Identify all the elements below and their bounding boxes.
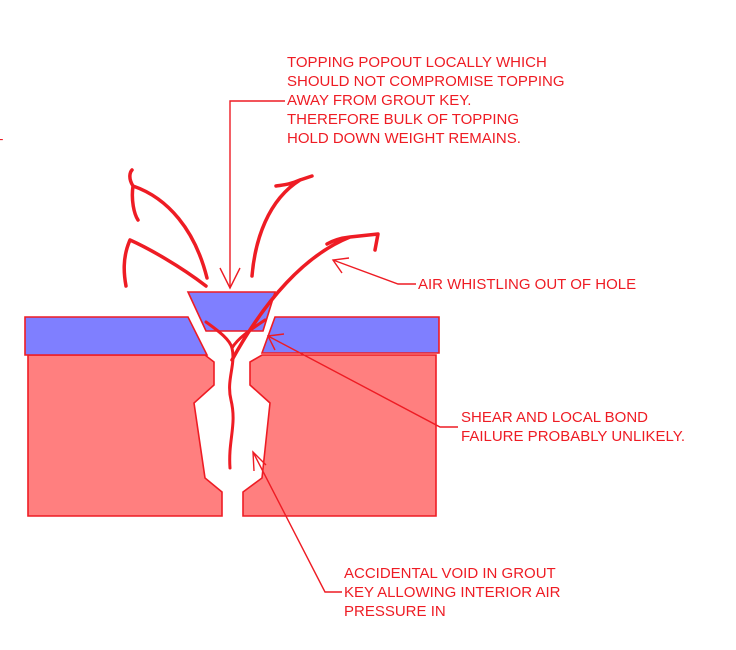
leader-shear-failure xyxy=(267,335,458,428)
annotation-void: ACCIDENTAL VOID IN GROUT KEY ALLOWING IN… xyxy=(344,564,560,621)
arrowhead-void xyxy=(252,450,267,472)
air-arrow-left xyxy=(128,168,209,280)
right-precast-plank xyxy=(242,354,437,517)
topping-popout-line-4: THEREFORE BULK OF TOPPING xyxy=(287,111,519,128)
air-arrow-far-left xyxy=(122,238,208,288)
air-escape-arrows xyxy=(122,168,380,362)
leader-lines xyxy=(219,100,458,593)
arrowhead-shear-failure xyxy=(266,333,285,351)
shear-failure-line-2: FAILURE PROBABLY UNLIKELY. xyxy=(461,428,685,445)
right-topping-layer xyxy=(260,316,440,354)
void-line-2: KEY ALLOWING INTERIOR AIR xyxy=(344,584,561,601)
topping-popout-line-3: AWAY FROM GROUT KEY. xyxy=(287,92,472,109)
edge-fragment-text: T xyxy=(0,135,3,154)
void-crack xyxy=(204,318,267,470)
shear-failure-line-1: SHEAR AND LOCAL BOND xyxy=(461,409,648,426)
void-line-3: PRESSURE IN xyxy=(344,603,446,620)
left-precast-plank xyxy=(27,354,223,517)
air-arrow-far-right xyxy=(230,232,380,362)
air-arrow-right xyxy=(250,174,314,278)
leader-air-whistling xyxy=(332,259,416,285)
annotation-air-whistling: AIR WHISTLING OUT OF HOLE xyxy=(418,275,636,294)
void-line-1: ACCIDENTAL VOID IN GROUT xyxy=(344,565,556,582)
leader-void xyxy=(252,451,342,593)
arrowhead-air-whistling xyxy=(331,257,350,274)
arrowhead-topping-popout xyxy=(219,267,241,290)
topping-popout-line-2: SHOULD NOT COMPROMISE TOPPING xyxy=(287,73,565,90)
annotation-topping-popout: TOPPING POPOUT LOCALLY WHICH SHOULD NOT … xyxy=(287,53,565,148)
topping-popout-line-1: TOPPING POPOUT LOCALLY WHICH xyxy=(287,54,547,71)
air-whistling-text: AIR WHISTLING OUT OF HOLE xyxy=(418,276,637,293)
topping-popout-line-5: HOLD DOWN WEIGHT REMAINS. xyxy=(287,130,521,147)
popped-topping-piece xyxy=(186,291,277,332)
leader-topping-popout xyxy=(229,100,285,288)
left-topping-layer xyxy=(24,316,209,356)
annotation-shear-failure: SHEAR AND LOCAL BOND FAILURE PROBABLY UN… xyxy=(461,408,685,446)
edge-annotation-fragment: T xyxy=(0,135,3,154)
